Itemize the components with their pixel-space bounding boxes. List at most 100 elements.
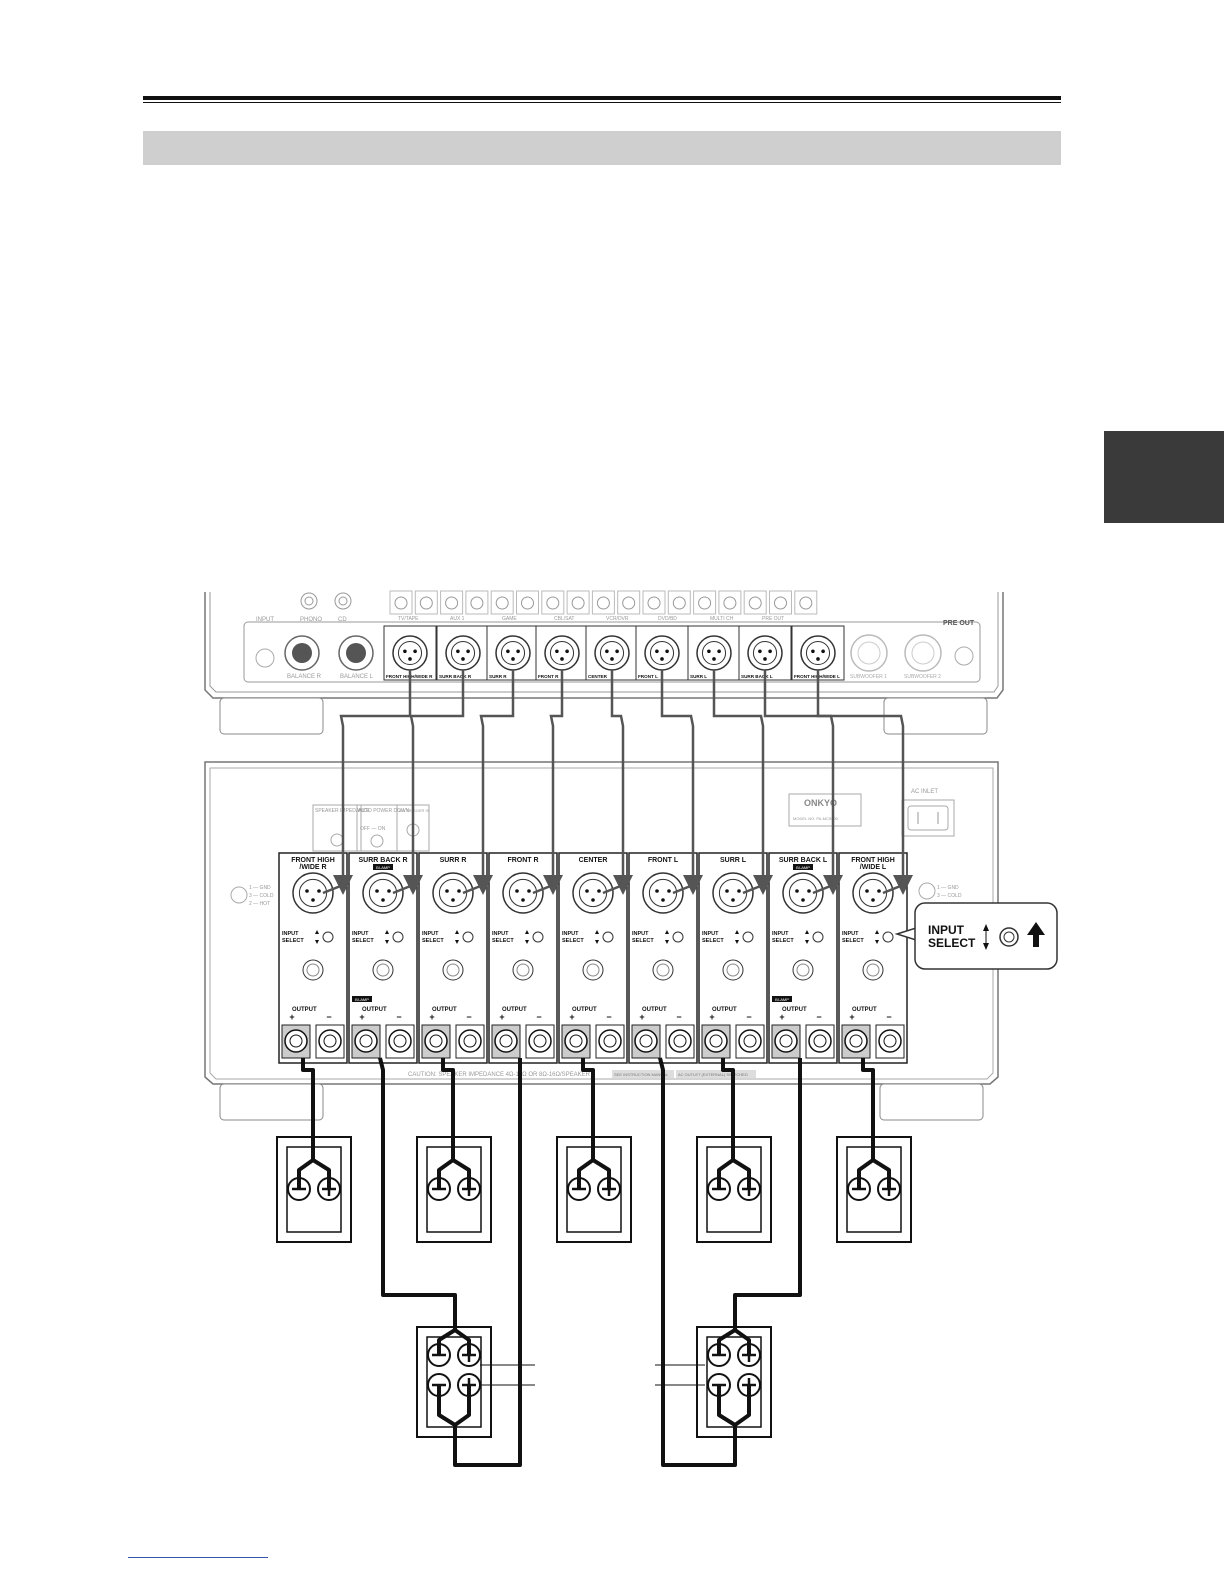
module-indicator — [792, 959, 814, 981]
balance-l-label: BALANCE L — [340, 674, 374, 680]
xlr-pin-legend-left: 1 — GND 3 — COLD 2 — HOT — [230, 885, 274, 907]
plus-label: + — [569, 1012, 574, 1022]
speaker-wire — [451, 1158, 471, 1189]
input-select-label-2: SELECT — [842, 938, 864, 944]
preamp-unit: PHONO CD INPUT BALANCE R BALANCE L TV/TA… — [204, 590, 1004, 735]
select-arrow-icon — [315, 930, 319, 944]
ac-inlet-label: AC INLET — [911, 789, 938, 795]
plus-label: + — [289, 1012, 294, 1022]
speakers — [276, 1136, 912, 1438]
biamp-badge-text: BI-AMP — [796, 865, 810, 870]
speaker-terminal — [774, 1029, 798, 1053]
rca-jack — [445, 596, 459, 610]
section-title-bar — [143, 131, 1061, 165]
select-arrow-icon — [735, 930, 739, 944]
speaker-terminal — [844, 1029, 868, 1053]
preamp-xlr-jack — [644, 635, 680, 671]
speaker-wire — [857, 1058, 875, 1189]
input-select-knob — [602, 931, 614, 943]
auto-power-down-label: AUTO POWER DOWN — [358, 808, 410, 814]
chapter-side-tab — [1104, 431, 1224, 523]
rca-jack-housing — [642, 590, 666, 615]
select-arrow-icon — [595, 930, 599, 944]
speaker-wire — [311, 1158, 331, 1189]
minus-label: − — [746, 1012, 751, 1022]
speaker-terminal — [808, 1029, 832, 1053]
rca-group-label: GAME — [502, 616, 517, 622]
speaker-terminal — [878, 1029, 902, 1053]
rca-group-label: CBL/SAT — [554, 616, 574, 622]
input-select-label-2: SELECT — [422, 938, 444, 944]
amp-xlr-input — [502, 872, 544, 914]
speaker-terminal — [668, 1029, 692, 1053]
rca-jack — [394, 596, 408, 610]
callout-up-down-arrow-icon — [983, 924, 989, 950]
amp-xlr-input — [642, 872, 684, 914]
rca-jack — [723, 596, 737, 610]
amp-channel-modules: FRONT HIGH/WIDE RINPUTSELECTOUTPUT+−SURR… — [278, 852, 908, 1064]
xlr-cable — [549, 670, 564, 772]
rca-jack — [672, 596, 686, 610]
plus-label: + — [779, 1012, 784, 1022]
caution-tag-1: SEE INSTRUCTION MANUAL — [614, 1072, 669, 1077]
plus-label: + — [709, 1012, 714, 1022]
module-indicator — [442, 959, 464, 981]
speaker-terminal — [494, 1029, 518, 1053]
input-select-label: INPUT — [352, 931, 369, 937]
input-label: INPUT — [256, 617, 274, 623]
footer-link-underline[interactable] — [128, 1557, 268, 1558]
module-indicator — [302, 959, 324, 981]
biamp-output-badge-text: BI-AMP — [775, 997, 789, 1002]
xlr-cable-plug — [882, 883, 904, 895]
rca-jack-housing — [389, 590, 413, 615]
power-amp-unit: SPEAKER IMPEDANCE AUTO POWER DOWN OFF — … — [204, 761, 999, 1121]
output-label: OUTPUT — [572, 1007, 597, 1013]
preamp-xlr-jack — [445, 635, 481, 671]
rca-jack — [419, 596, 433, 610]
speaker-wire — [453, 1328, 471, 1355]
channel-name: SURR R — [440, 857, 467, 864]
rca-jack-housing — [541, 590, 565, 615]
xlr-cable — [660, 670, 695, 772]
speaker-wire — [577, 1058, 595, 1189]
pre-out-label: PRE OUT — [943, 620, 975, 627]
header-rule-thin — [143, 102, 1061, 103]
subwoofer-outputs: SUBWOOFER 1 SUBWOOFER 2 — [850, 634, 974, 680]
minus-label: − — [326, 1012, 331, 1022]
xlr-cable-plug — [532, 883, 554, 895]
minus-label: − — [536, 1012, 541, 1022]
rca-jack-housing — [516, 590, 539, 615]
speaker-wire — [733, 1328, 751, 1355]
preamp-xlr-jack — [495, 635, 531, 671]
module-indicator — [512, 959, 534, 981]
module-indicator — [652, 959, 674, 981]
rca-jack — [799, 596, 813, 610]
speaker-terminal — [284, 1029, 308, 1053]
rca-jack-housing — [693, 590, 717, 615]
preamp-xlr-jack — [747, 635, 783, 671]
speaker-wire — [437, 1058, 455, 1189]
biamp-output-badge — [772, 996, 792, 1002]
input-select-knob — [462, 931, 474, 943]
header-rule-thick — [143, 96, 1061, 100]
speaker-wire — [437, 1058, 522, 1467]
plus-label: + — [429, 1012, 434, 1022]
select-arrow-icon — [805, 930, 809, 944]
preamp-output-label: CENTER — [588, 674, 608, 679]
preamp-xlr-jack — [594, 635, 630, 671]
channel-name: SURR BACK L — [779, 857, 828, 864]
biamp-speaker — [416, 1326, 492, 1438]
input-select-label: INPUT — [702, 931, 719, 937]
xlr-cable — [339, 670, 412, 772]
speaker-terminal — [388, 1029, 412, 1053]
input-select-knob — [672, 931, 684, 943]
module-indicator — [582, 959, 604, 981]
xlr-cable — [712, 670, 765, 772]
amp-xlr-input — [782, 872, 824, 914]
input-select-knob — [812, 931, 824, 943]
